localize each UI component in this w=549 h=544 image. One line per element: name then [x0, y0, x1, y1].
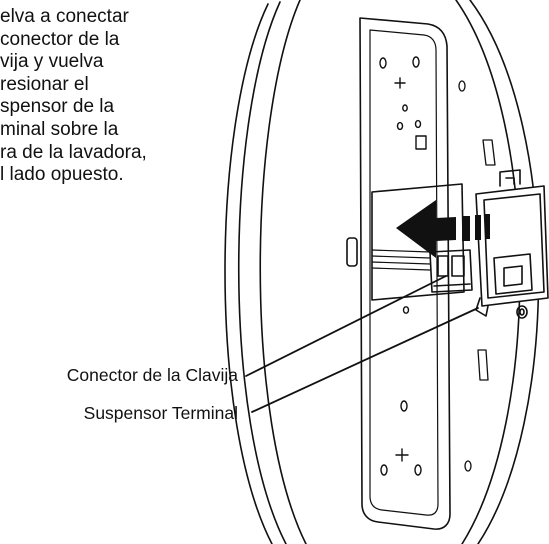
- instruction-line: vija y vuelva: [0, 51, 104, 73]
- callout-leaders: [245, 275, 479, 413]
- instruction-line: resionar el: [0, 73, 89, 95]
- instruction-text: elva a conectar conector de la vija y vu…: [0, 6, 200, 187]
- wire-harness: [371, 249, 431, 271]
- instruction-line: l lado opuesto.: [0, 164, 124, 186]
- instruction-line: ra de la lavadora,: [0, 141, 147, 163]
- terminal-holder-callout-label: Suspensor Terminal: [83, 403, 238, 423]
- rim-slots: [458, 80, 496, 472]
- insert-direction-arrow: [396, 200, 490, 258]
- recess-cavity: [371, 183, 465, 301]
- terminal-holder: [475, 169, 549, 319]
- instruction-line: conector de la: [0, 28, 120, 50]
- instruction-line: elva a conectar: [0, 6, 129, 27]
- plug-connector: [429, 249, 473, 293]
- instruction-line: minal sobre la: [0, 118, 119, 140]
- mounting-panel: [359, 17, 451, 530]
- panel-holes: [379, 56, 427, 476]
- mounting-panel-inner: [369, 29, 439, 516]
- instruction-line: spensor de la: [0, 96, 115, 118]
- connector-callout-label: Conector de la Clavija: [66, 365, 238, 385]
- rim-tab: [346, 237, 358, 267]
